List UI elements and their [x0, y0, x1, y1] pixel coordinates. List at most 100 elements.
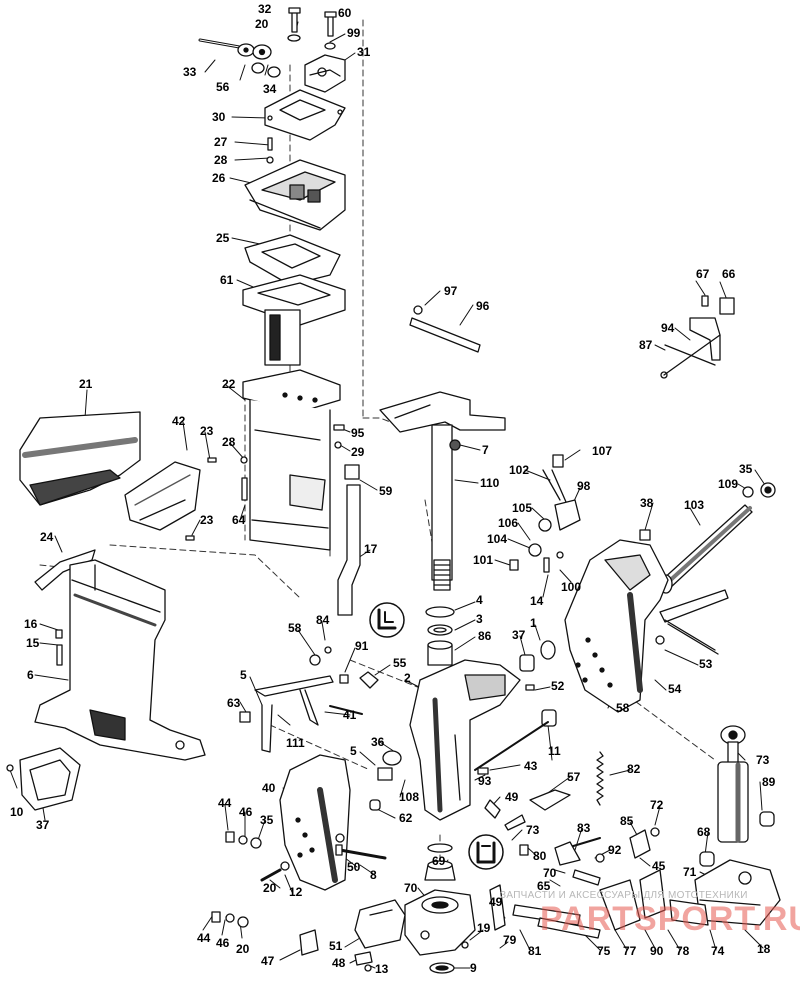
part-74-lower-bracket: [669, 859, 781, 926]
callout-label: 23: [200, 424, 214, 438]
callout-label: 73: [526, 823, 540, 837]
part-89-spring: [596, 751, 604, 806]
callout-label: 20: [255, 17, 269, 31]
washers-49-44-46-upper: [211, 831, 262, 928]
callout-label: 2: [404, 671, 411, 685]
callout-label: 37: [36, 818, 50, 832]
callout-label: 80: [533, 849, 547, 863]
callout-label: 23: [200, 513, 214, 527]
callout-label: 5: [240, 668, 247, 682]
callout-label: 71: [683, 865, 697, 879]
parts-45-50-bolt: [335, 844, 387, 860]
callout-label: 81: [528, 944, 542, 958]
part-22-exhaust-housing: [242, 369, 341, 551]
callout-label: 32: [258, 2, 272, 16]
callout-label: 33: [183, 65, 197, 79]
callout-label: 4: [476, 593, 483, 607]
parts-62-72-80: [629, 827, 660, 859]
callout-label: 28: [222, 435, 236, 449]
watermark-tagline: ЗАПЧАСТИ И АКСЕССУАРЫ ДЛЯ МОТОТЕХНИКИ: [500, 890, 748, 901]
callout-label: 31: [357, 45, 371, 59]
parts-27-28-screws: [266, 137, 274, 164]
callout-label: 1: [530, 616, 537, 630]
parts-18-47-48-51: [299, 899, 406, 972]
callout-label: 14: [530, 594, 544, 608]
parts-6-4-3-bushings: [425, 606, 455, 666]
callout-label: 22: [222, 377, 236, 391]
callout-label: 107: [592, 444, 613, 458]
callout-label: 20: [263, 881, 277, 895]
part-82-latch: [484, 789, 571, 831]
callout-label: 60: [338, 6, 352, 20]
callout-label: 9: [470, 961, 477, 975]
callout-label: 44: [218, 796, 232, 810]
callout-label: 40: [262, 781, 276, 795]
callout-label: 61: [220, 273, 234, 287]
callout-label: 83: [577, 821, 591, 835]
callout-label: 68: [697, 825, 711, 839]
callout-label: 70: [404, 881, 418, 895]
callout-label: 17: [364, 542, 378, 556]
callout-label: 111: [286, 736, 305, 750]
callout-label: 94: [661, 321, 675, 335]
callout-label: 54: [668, 682, 682, 696]
callout-label: 45: [652, 859, 666, 873]
callout-label: 12: [289, 885, 303, 899]
part-31-bracket: [304, 54, 346, 93]
callout-label: 55: [393, 656, 407, 670]
callout-label: 24: [40, 530, 54, 544]
callout-label: 70: [543, 866, 557, 880]
callout-label: 37: [512, 628, 526, 642]
callout-label: 10: [10, 805, 24, 819]
callout-label: 35: [260, 813, 274, 827]
top-bolts-washers: [198, 7, 337, 78]
callout-label: 47: [261, 954, 275, 968]
part-94-linkage: [660, 295, 735, 379]
callout-label: 103: [684, 498, 705, 512]
watermark-brand: PARTSPORT.RU: [540, 900, 800, 938]
callout-label: 64: [232, 513, 246, 527]
part-21-lower-cover: [19, 411, 141, 506]
callout-label: 100: [561, 580, 582, 594]
callout-label: 90: [650, 944, 664, 958]
part-13-bushing: [429, 962, 455, 974]
callout-label: 59: [379, 484, 393, 498]
callout-label: 18: [757, 942, 771, 956]
lubricant-symbol-u: [468, 834, 504, 870]
callout-label: 41: [343, 708, 357, 722]
parts-65-20: [260, 861, 290, 882]
part-52-tilt-rod: [659, 589, 729, 655]
callout-label: 8: [370, 868, 377, 882]
small-hardware-86-58-84-91: [309, 646, 379, 689]
callout-label: 3: [476, 612, 483, 626]
callout-label: 78: [676, 944, 690, 958]
callout-label: 96: [476, 299, 490, 313]
callout-label: 86: [478, 629, 492, 643]
callout-label: 7: [482, 443, 489, 457]
callout-label: 53: [699, 657, 713, 671]
part-61-plate-tube: [242, 274, 346, 366]
callout-label: 104: [487, 532, 508, 546]
callout-label: 52: [551, 679, 565, 693]
part-26-upper-housing: [244, 159, 346, 231]
callout-label: 30: [212, 110, 226, 124]
callout-label: 108: [399, 790, 420, 804]
callout-label: 82: [627, 762, 641, 776]
callout-label: 69: [432, 854, 446, 868]
callout-label: 109: [718, 477, 739, 491]
callout-label: 93: [478, 774, 492, 788]
callout-label: 5: [350, 744, 357, 758]
callout-label: 38: [640, 496, 654, 510]
callout-label: 98: [577, 479, 591, 493]
callout-label: 106: [498, 516, 519, 530]
callout-label: 67: [696, 267, 710, 281]
callout-label: 43: [524, 759, 538, 773]
callout-label: 75: [597, 944, 611, 958]
callout-label: 51: [329, 939, 343, 953]
callout-label: 56: [216, 80, 230, 94]
callout-label: 87: [639, 338, 653, 352]
callout-label: 16: [24, 617, 38, 631]
part-55-linkage: [239, 675, 363, 753]
